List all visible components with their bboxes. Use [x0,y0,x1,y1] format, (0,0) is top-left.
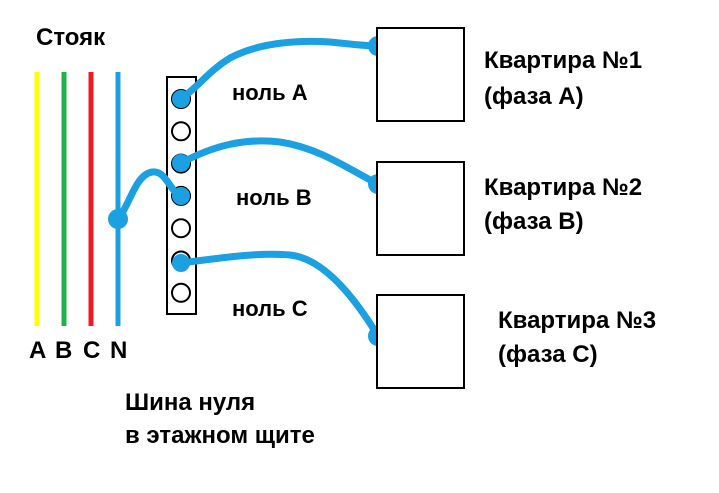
bus-terminal-2 [171,121,191,142]
riser-label-a: A [29,337,46,364]
riser-label-n: N [110,337,127,364]
apartment-labels: Квартира №1 (фаза А) Квартира №2 (фаза В… [484,47,656,368]
riser-to-bus-wire [114,168,185,223]
wires [114,37,382,340]
wire-zero-b [177,137,382,188]
riser-junction-dot [108,209,128,229]
apartment-3-name: Квартира №3 [498,307,656,334]
apartment-box-3 [376,294,465,389]
bus-terminal-7 [171,282,191,303]
riser-title: Стояк [36,24,106,51]
bus-end-dot-riser [172,187,190,205]
bus-terminal-5 [171,218,191,239]
wire-labels: ноль A ноль B ноль C [232,80,312,321]
apartment-box-1 [376,27,465,122]
bus-caption-line-2: в этажном щите [125,422,315,449]
riser-lines [34,72,121,326]
wire-label-b: ноль B [236,185,312,210]
apartment-1-phase: (фаза А) [484,83,584,110]
bus-end-dot-b [172,154,190,172]
apartment-3-phase: (фаза С) [498,341,598,368]
wire-zero-a [177,37,382,103]
bus-end-dot-c [172,254,190,272]
apartment-1-name: Квартира №1 [484,47,642,74]
riser-label-c: C [83,337,100,364]
bus-end-dot-a [172,90,190,108]
wire-zero-c [177,250,382,340]
apartment-boxes [376,27,465,389]
apartment-2-name: Квартира №2 [484,174,642,201]
apartment-2-phase: (фаза В) [484,208,584,235]
riser-label-b: B [55,337,72,364]
apartment-box-2 [376,161,465,256]
bus-caption-line-1: Шина нуля [125,389,255,416]
wire-label-a: ноль A [232,80,308,105]
riser-labels: A B C N [29,337,127,364]
wire-label-c: ноль C [232,296,308,321]
